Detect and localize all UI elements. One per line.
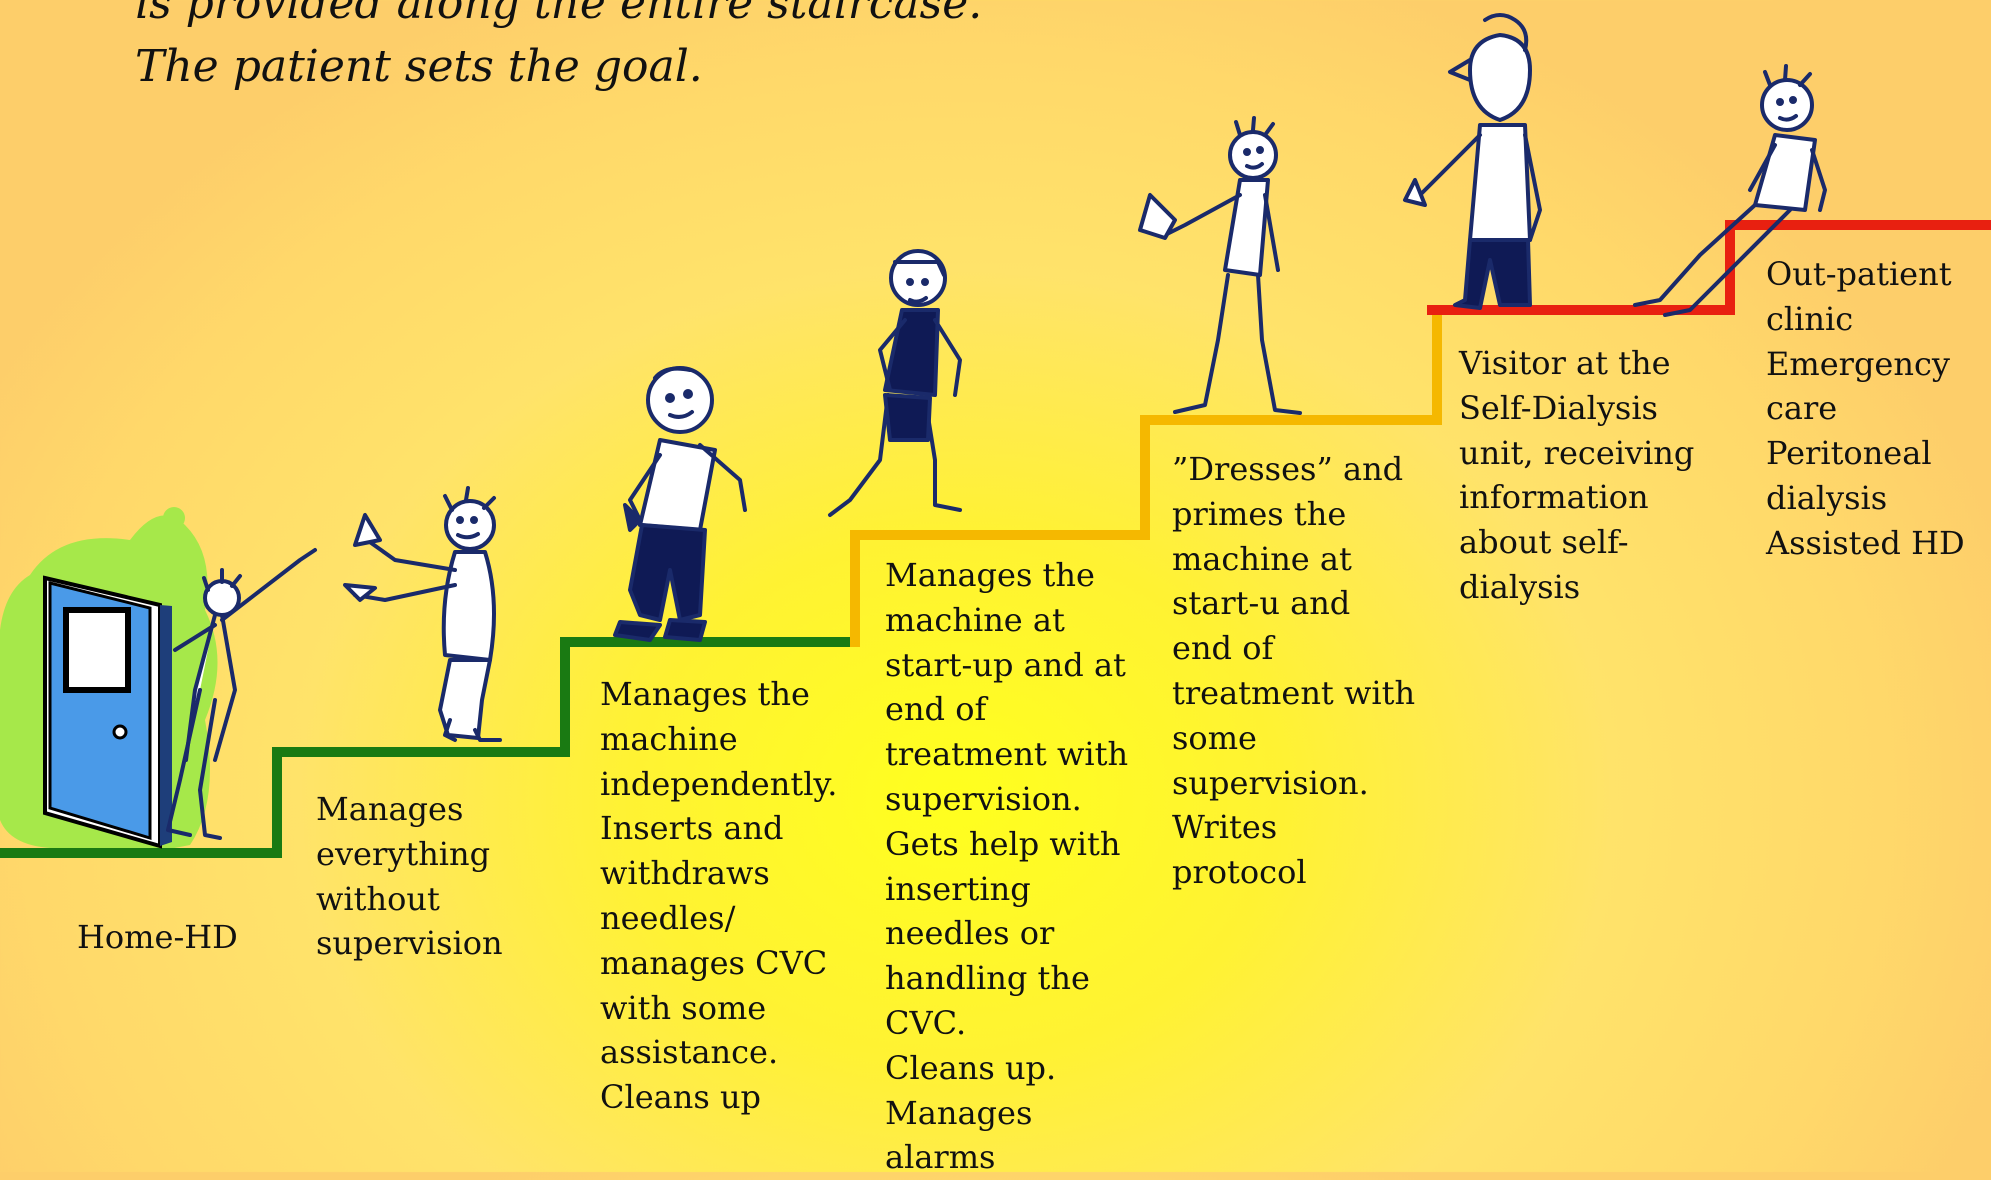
caption-line: without [316,879,440,918]
caption-line: end of [885,690,987,729]
caption-line: withdraws [600,854,770,893]
caption-line: Cleans up. [885,1048,1057,1087]
caption-line: manages CVC [600,943,828,982]
door-icon [43,575,172,849]
caption-line: handling the [885,959,1090,998]
heading-line-1: is provided along the entire staircase. [135,0,983,29]
stepping-figure-icon [828,249,962,517]
caption-line: inserting [885,869,1031,908]
caption-line: Cleans up [600,1078,762,1117]
caption-line: dialysis [1766,478,1888,517]
caption-line: Manages [316,790,464,828]
caption-line: supervision [316,924,503,963]
green-dot-shape [163,507,185,529]
step-caption-manages-independently: Manages the machine independently. Inser… [600,672,837,1120]
caption-line: needles or [885,914,1055,953]
caption-line: machine [600,719,738,758]
caption-line: Assisted HD [1766,523,1965,562]
caption-line: assistance. [600,1033,779,1072]
caption-line: supervision. [1172,763,1369,802]
step-caption-manages-everything: Manages everything without supervision [316,787,503,966]
waving-figure-icon [166,548,317,840]
tall-figure-icon [1403,13,1542,310]
caption-line: end of [1172,629,1274,668]
caption-line: start-up and at [885,645,1126,684]
caption-line: Out-patient [1766,255,1952,293]
heading-line-2: The patient sets the goal. [135,41,703,92]
caption-line: Home-HD [77,918,238,956]
caption-line: Manages [885,1093,1033,1132]
caption-line: Manages the [600,675,810,713]
caption-line: Self-Dialysis [1459,388,1658,427]
caption-line: Writes [1172,808,1278,847]
caption-line: treatment with [1172,673,1416,712]
step-caption-dresses-primes: ”Dresses” and primes the machine at star… [1172,447,1415,895]
caption-line: with some [600,988,767,1027]
caption-line: machine at [885,600,1065,639]
step-caption-manages-start-end: Manages the machine at start-up and at e… [885,553,1128,1180]
sitting-figure-icon [1633,64,1827,317]
caption-line: independently. [600,764,838,803]
caption-line: care [1766,389,1838,428]
walking-figure-icon [343,486,502,742]
caption-line: dialysis [1459,567,1581,606]
caption-line: ”Dresses” and [1172,450,1404,488]
pointing-figure-icon [1138,116,1302,415]
caption-line: information [1459,478,1649,517]
caption-line: some [1172,718,1257,757]
dark-figure-icon [613,366,747,642]
heading: is provided along the entire staircase. … [135,0,982,98]
caption-line: Gets help with [885,824,1121,863]
caption-line: start-u and [1172,584,1351,623]
caption-line: protocol [1172,853,1307,892]
caption-line: primes the [1172,494,1347,533]
caption-line: Peritoneal [1766,434,1932,473]
caption-line: unit, receiving [1459,433,1695,472]
caption-line: supervision. [885,779,1082,818]
step-caption-visitor: Visitor at the Self-Dialysis unit, recei… [1459,341,1694,610]
caption-line: clinic [1766,299,1854,338]
caption-line: Emergency [1766,344,1950,383]
caption-line: treatment with [885,735,1129,774]
yellow-step-line [850,310,1442,647]
caption-line: about self- [1459,523,1629,562]
caption-line: everything [316,834,491,873]
caption-line: Inserts and [600,809,784,848]
caption-line: CVC. [885,1003,967,1042]
caption-line: needles/ [600,898,736,937]
caption-line: Manages the [885,556,1095,594]
green-step-line [0,637,860,858]
step-caption-out-patient: Out-patient clinic Emergency care Perito… [1766,252,1965,566]
caption-line: Visitor at the [1459,344,1671,382]
caption-line: machine at [1172,539,1352,578]
caption-line: alarms [885,1138,996,1177]
step-caption-home-hd: Home-HD [77,915,238,960]
